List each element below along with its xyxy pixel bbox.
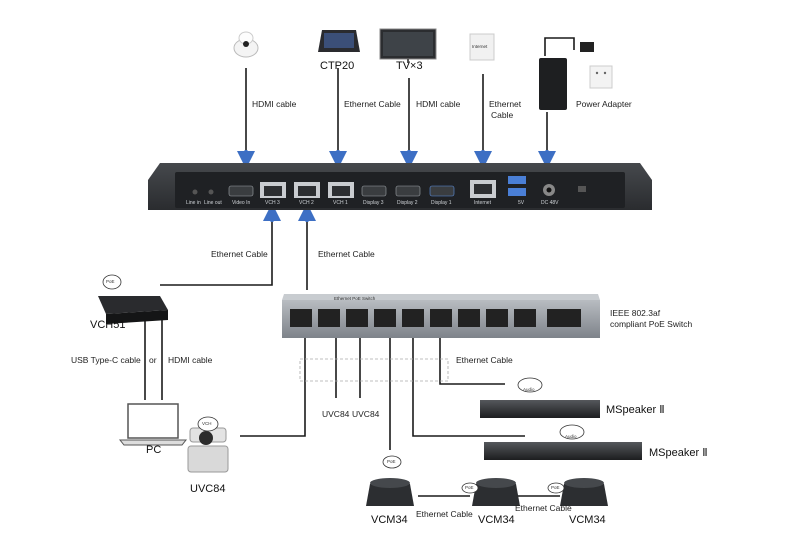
label-switch-desc-2: compliant PoE Switch: [610, 319, 693, 329]
vcm34-b: [472, 478, 520, 506]
label-vcm34-b: VCM34: [478, 514, 515, 526]
pc-device: [118, 403, 188, 446]
cable-vch3-vch51: [160, 210, 273, 286]
cable-mspeaker-b: [412, 338, 525, 437]
cables: [144, 37, 575, 497]
poe-dashed-box: [299, 358, 449, 382]
label-eth-internet-2: Cable: [491, 110, 514, 120]
label-eth-vcm-1: Ethernet Cable: [416, 509, 473, 519]
cable-mspeaker-a: [439, 338, 505, 385]
label-switch-name: Ethernet PoE Switch: [334, 296, 376, 301]
label-pc: PC: [146, 444, 162, 456]
label-vcm34-a: VCM34: [371, 514, 408, 526]
label-vcm34-c: VCM34: [569, 514, 606, 526]
ctp20-device: [318, 30, 360, 52]
poe-switch: [282, 294, 600, 338]
label-hdmi-tv: HDMI cable: [416, 99, 461, 109]
port-line-in: Line in: [186, 200, 201, 206]
port-line-out: Line out: [204, 200, 222, 206]
port-display3: Display 3: [363, 200, 384, 206]
badge-poe-vch51: PoE: [106, 279, 115, 284]
hub-input-arrows: [237, 150, 556, 222]
label-eth-switch: Ethernet Cable: [318, 249, 375, 259]
badge-audio-b: Audio: [565, 434, 577, 439]
label-mspeaker-a: MSpeaker Ⅱ: [606, 404, 665, 416]
mspeaker-a: [480, 400, 600, 418]
port-video-in: Video In: [232, 200, 251, 206]
badge-audio-a: Audio: [523, 387, 535, 392]
label-uvc84-main: UVC84: [190, 483, 226, 495]
port-display2: Display 2: [397, 200, 418, 206]
vch51-device: [98, 296, 168, 324]
meeting-hub: [148, 163, 652, 210]
badges: [102, 274, 585, 494]
label-or: or: [149, 355, 157, 365]
label-eth-vcm-2: Ethernet Cable: [515, 503, 572, 513]
vcm34-a: [366, 478, 414, 506]
port-vch2: VCH 2: [299, 200, 314, 206]
label-usbc: USB Type-C cable: [71, 355, 141, 365]
badge-vcm-uvc84: VCH: [202, 421, 212, 426]
label-hdmi-pc: HDMI cable: [168, 355, 213, 365]
port-dc: DC 48V: [541, 200, 559, 206]
label-eth-internet-1: Ethernet: [489, 99, 522, 109]
label-eth-vch51: Ethernet Cable: [211, 249, 268, 259]
label-switch-desc-1: IEEE 802.3af: [610, 308, 661, 318]
port-vch1: VCH 1: [333, 200, 348, 206]
port-display1: Display 1: [431, 200, 452, 206]
vcm34-c: [560, 478, 608, 506]
label-internet-plate: Internet: [472, 44, 488, 49]
power-adapter-device: [539, 42, 613, 110]
label-eth-right: Ethernet Cable: [456, 355, 513, 365]
cable-uvc84-main: [240, 338, 306, 437]
port-usb: 5V: [518, 200, 525, 206]
port-internet: Internet: [474, 200, 491, 206]
uvc84-camera: [187, 427, 229, 473]
cable-power-top: [544, 37, 575, 56]
label-vch51: VCH51: [90, 319, 126, 331]
label-power-adapter: Power Adapter: [576, 99, 632, 109]
internet-wall-plate: [469, 33, 495, 61]
label-tv: TV×3: [396, 60, 423, 72]
label-eth-ctp20: Ethernet Cable: [344, 99, 401, 109]
camera-device: [233, 31, 259, 58]
label-mspeaker-b: MSpeaker Ⅱ: [649, 447, 708, 459]
mspeaker-b: [484, 442, 642, 460]
badge-poe-vcm-a: PoE: [387, 459, 396, 464]
label-hdmi-camera: HDMI cable: [252, 99, 297, 109]
label-uvc84-b: UVC84: [352, 409, 380, 419]
badge-poe-vcm-c: PoE: [551, 485, 560, 490]
badge-poe-vcm-b: PoE: [465, 485, 474, 490]
tv-device: [379, 28, 437, 63]
port-vch3: VCH 3: [265, 200, 280, 206]
label-uvc84-a: UVC84: [322, 409, 350, 419]
label-ctp20: CTP20: [320, 60, 355, 72]
